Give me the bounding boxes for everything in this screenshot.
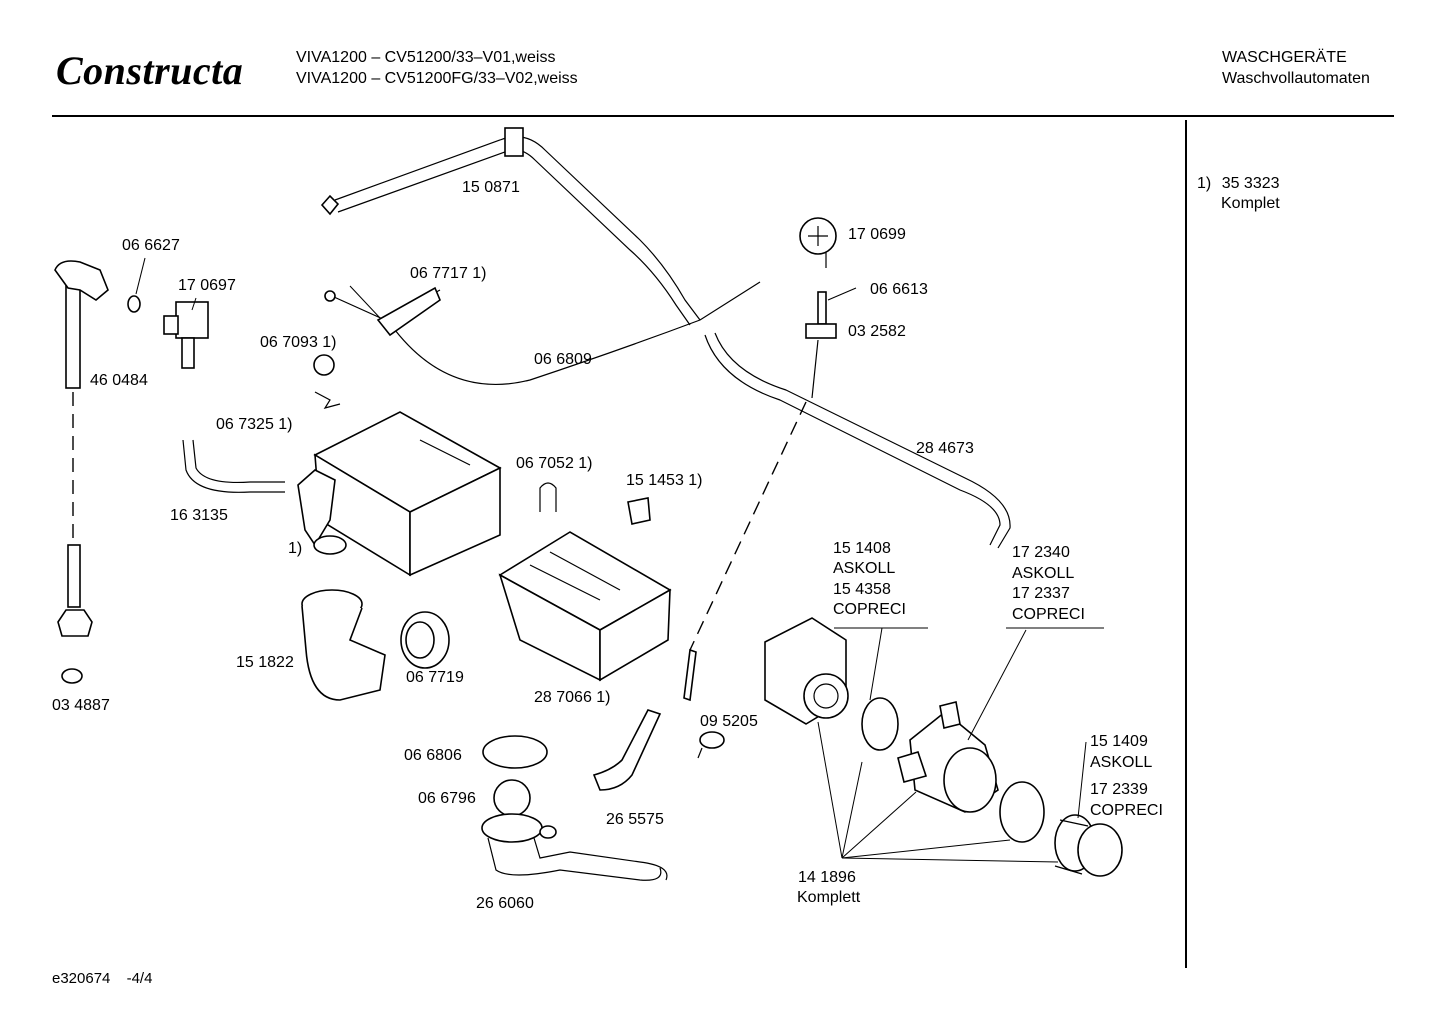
drain-hose-part <box>704 332 1011 549</box>
label-067052: 06 7052 1) <box>516 455 593 472</box>
label-266060: 26 6060 <box>476 895 534 912</box>
label-151453: 15 1453 1) <box>626 472 703 489</box>
clamp-part <box>697 731 725 759</box>
label-067719: 06 7719 <box>406 669 464 686</box>
header-divider <box>52 115 1394 117</box>
ground-wire-part <box>324 281 761 386</box>
label-170699: 17 0699 <box>848 226 906 243</box>
subcategory-title: Waschvollautomaten <box>1222 70 1370 87</box>
bellows-part <box>301 589 386 701</box>
label-265575: 26 5575 <box>606 811 664 828</box>
page-number: -4/4 <box>126 970 153 987</box>
label-komplett: Komplett <box>797 889 861 906</box>
label-marker-1: 1) <box>288 540 302 557</box>
detergent-drawer-part <box>498 531 672 682</box>
u-clip-part <box>539 482 557 512</box>
label-067325: 06 7325 1) <box>216 416 293 433</box>
label-066627: 06 6627 <box>122 237 180 254</box>
side-divider <box>1185 120 1187 968</box>
ball-valve-part <box>493 779 531 817</box>
label-150871: 15 0871 <box>462 179 520 196</box>
label-032582: 03 2582 <box>848 323 906 340</box>
label-151408: 15 1408 <box>833 540 891 557</box>
label-copreci-2: COPRECI <box>1012 606 1085 623</box>
label-172340: 17 2340 <box>1012 544 1070 561</box>
label-151822: 15 1822 <box>236 654 294 671</box>
label-copreci-1: COPRECI <box>833 601 906 618</box>
brand-logo: Constructa <box>56 48 244 93</box>
drawing-code: e320674 <box>52 970 111 987</box>
footnote: 1) 35 3323 Komplet <box>1197 174 1280 214</box>
label-151409: 15 1409 <box>1090 733 1148 750</box>
footnote-text: Komplet <box>1221 195 1280 212</box>
o-ring-part <box>999 781 1045 843</box>
inlet-valve-part <box>163 301 209 369</box>
pad-part <box>627 497 651 525</box>
footer: e320674 -4/4 <box>52 970 152 987</box>
pressure-tube-part <box>683 291 837 702</box>
filter-part <box>1054 814 1123 877</box>
clip-part <box>313 354 341 409</box>
pressure-switch-part <box>799 217 837 268</box>
label-copreci-3: COPRECI <box>1090 802 1163 819</box>
label-067717: 06 7717 1) <box>410 265 487 282</box>
label-284673: 28 4673 <box>916 440 974 457</box>
footnote-marker: 1) <box>1197 175 1212 192</box>
ring-seal-part <box>482 735 548 769</box>
label-460484: 46 0484 <box>90 372 148 389</box>
footnote-part: 35 3323 <box>1221 175 1280 192</box>
label-askoll-1: ASKOLL <box>833 560 895 577</box>
inlet-hose-part <box>320 127 701 326</box>
sump-hose-part <box>481 813 668 881</box>
elbow-pipe-part <box>54 260 141 684</box>
drain-pump-part <box>764 617 899 751</box>
label-170697: 17 0697 <box>178 277 236 294</box>
category-title: WASCHGERÄTE <box>1222 49 1347 66</box>
detergent-housing-part <box>297 411 502 577</box>
label-163135: 16 3135 <box>170 507 228 524</box>
vent-hose-part <box>182 439 285 493</box>
pump-housing-part <box>897 701 999 813</box>
seal-part <box>400 611 450 669</box>
label-141896: 14 1896 <box>798 869 856 886</box>
leader-lines <box>135 257 1104 863</box>
pressure-hose-part <box>592 709 662 791</box>
label-066613: 06 6613 <box>870 281 928 298</box>
label-askoll-2: ASKOLL <box>1012 565 1074 582</box>
model-line-2: VIVA1200 – CV51200FG/33–V02,weiss <box>296 70 578 87</box>
label-172337: 17 2337 <box>1012 585 1070 602</box>
label-154358: 15 4358 <box>833 581 891 598</box>
label-066806: 06 6806 <box>404 747 462 764</box>
label-askoll-3: ASKOLL <box>1090 754 1152 771</box>
label-095205: 09 5205 <box>700 713 758 730</box>
label-287066: 28 7066 1) <box>534 689 611 706</box>
model-line-1: VIVA1200 – CV51200/33–V01,weiss <box>296 49 556 66</box>
label-066796: 06 6796 <box>418 790 476 807</box>
label-172339: 17 2339 <box>1090 781 1148 798</box>
label-034887: 03 4887 <box>52 697 110 714</box>
label-067093: 06 7093 1) <box>260 334 337 351</box>
label-066809: 06 6809 <box>534 351 592 368</box>
